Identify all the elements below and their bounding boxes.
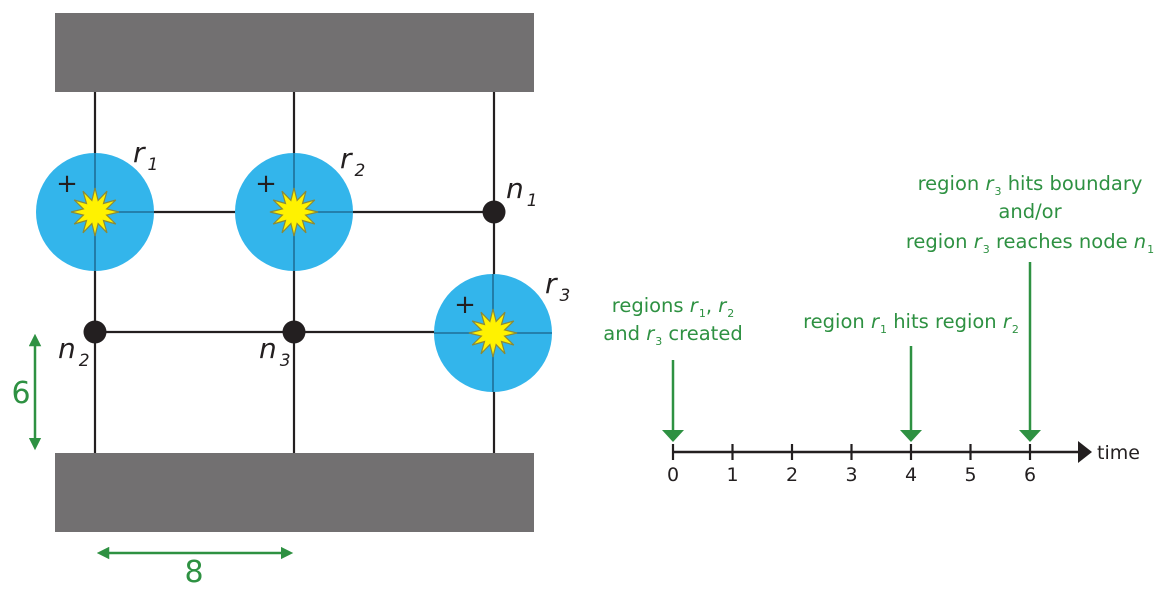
event-caption-segment: region <box>803 310 871 333</box>
event-caption-segment: reaches node <box>990 230 1134 253</box>
time-tick-label: 2 <box>786 464 798 486</box>
event-caption-segment: r <box>985 172 995 195</box>
event-caption-segment: 3 <box>995 185 1002 198</box>
region-sign: + <box>255 169 277 199</box>
event-caption-segment: n <box>1134 230 1146 253</box>
event-caption-segment: 1 <box>699 307 706 320</box>
event-caption-segment: , <box>706 294 718 317</box>
region-label-r3-sub: 3 <box>560 286 571 306</box>
event-caption-segment: hits region <box>887 310 1003 333</box>
event-caption-segment: r <box>871 310 881 333</box>
event-caption-segment: region <box>918 172 986 195</box>
time-tick-label: 3 <box>845 464 857 486</box>
node-label-n3-sub: 3 <box>280 351 291 371</box>
time-axis-label: time <box>1097 442 1140 464</box>
node-label-n3-main: n <box>259 332 277 365</box>
time-tick-label: 1 <box>726 464 738 486</box>
region-label-r1-main: r <box>133 136 146 169</box>
node-label-n2-main: n <box>58 332 76 365</box>
grid <box>93 92 496 453</box>
event-caption-segment: region <box>906 230 974 253</box>
node-dot <box>282 320 306 344</box>
dimension-label-horizontal: 8 <box>184 555 203 590</box>
source-star-icon <box>269 187 319 237</box>
event-caption-segment: 3 <box>655 335 662 348</box>
event-caption-segment: and <box>603 322 646 345</box>
region-label-r2-sub: 2 <box>355 161 366 181</box>
event-caption-line: and r3 created <box>603 322 742 348</box>
event-caption-line: region r3 hits boundary <box>918 172 1143 198</box>
time-tick-label: 4 <box>905 464 917 486</box>
event-caption-segment: r <box>718 294 728 317</box>
region-sign: + <box>454 290 476 320</box>
event-caption-segment: created <box>662 322 742 345</box>
time-tick-label: 0 <box>667 464 679 486</box>
event-caption-segment: r <box>690 294 700 317</box>
event-caption-line: and/or <box>998 200 1062 223</box>
source-star-icon <box>70 187 120 237</box>
event-caption-segment: 1 <box>880 323 887 336</box>
event-caption-line: region r1 hits region r2 <box>803 310 1019 336</box>
node-label-n1-sub: 1 <box>527 191 538 211</box>
event-caption-segment: r <box>1003 310 1013 333</box>
region-label-r2-main: r <box>340 142 353 175</box>
event-caption-line: regions r1, r2 <box>612 294 735 320</box>
node-label-n1-main: n <box>506 172 524 205</box>
event-arrowhead-icon <box>1019 430 1041 442</box>
dimension-label-vertical: 6 <box>11 376 30 411</box>
event-caption-segment: hits boundary <box>1002 172 1143 195</box>
event-caption-segment: 2 <box>1012 323 1019 336</box>
node-dot <box>83 320 107 344</box>
event-arrowhead-icon <box>900 430 922 442</box>
dimension-vertical: 6 <box>11 333 42 451</box>
time-tick-label: 6 <box>1024 464 1036 486</box>
event-caption-segment: regions <box>612 294 690 317</box>
time-ticks: 0 1 2 3 4 5 6 <box>667 444 1036 486</box>
time-axis-arrowhead <box>1078 441 1092 463</box>
region-label-r3-main: r <box>545 267 558 300</box>
dimension-horizontal: 8 <box>96 546 294 590</box>
event-caption-segment: r <box>974 230 984 253</box>
source-star-icon <box>468 308 518 358</box>
time-event-4: region r1 hits region r2 <box>803 310 1019 442</box>
top-boundary <box>55 13 534 92</box>
bottom-boundary <box>55 453 534 532</box>
event-caption-segment: r <box>646 322 656 345</box>
time-tick-label: 5 <box>964 464 976 486</box>
event-caption-segment: 1 <box>1147 243 1154 256</box>
region-sign: + <box>56 169 78 199</box>
node-dot <box>482 200 506 224</box>
event-caption-segment: 3 <box>983 243 990 256</box>
event-caption-line: region r3 reaches node n1 <box>906 230 1154 256</box>
region-label-r1-sub: 1 <box>148 155 159 175</box>
event-caption-segment: and/or <box>998 200 1062 223</box>
node-label-n2-sub: 2 <box>79 351 90 371</box>
event-arrowhead-icon <box>662 430 684 442</box>
event-caption-segment: 2 <box>727 307 734 320</box>
